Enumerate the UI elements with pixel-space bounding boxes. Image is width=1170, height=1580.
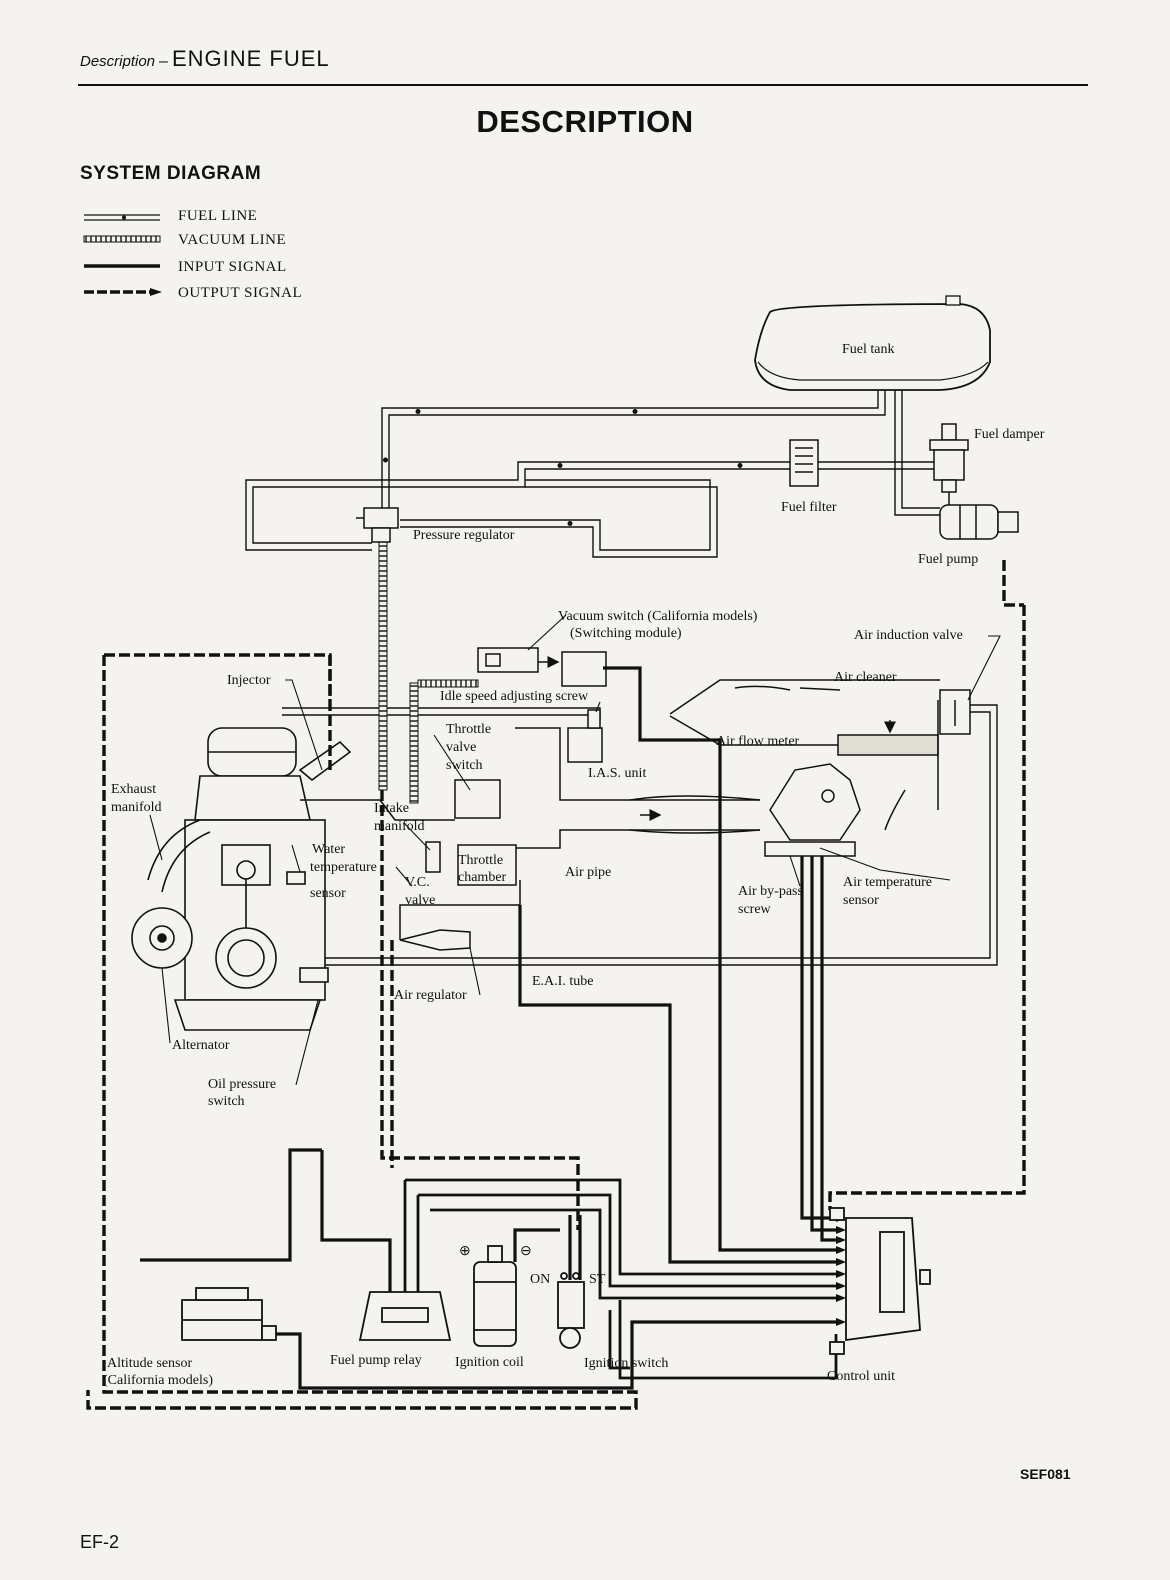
air-intake-assembly	[669, 679, 971, 810]
header-dash: –	[159, 53, 168, 70]
label-vc-valve-line2: valve	[405, 893, 435, 908]
label-throttle-chamber-line1: Throttle	[458, 853, 503, 868]
label-water-temp-line2: temperature	[310, 860, 377, 875]
label-injector: Injector	[227, 673, 271, 688]
ias-unit	[567, 709, 603, 763]
label-air-regulator: Air regulator	[394, 988, 467, 1003]
vc-valve	[425, 841, 441, 873]
vacuum-hose-regulator	[378, 539, 388, 791]
legend-fuel-line-sample	[84, 214, 160, 221]
label-water-temp-line3: sensor	[310, 886, 346, 901]
label-altitude-line1: Altitude sensor	[107, 1356, 192, 1371]
legend-samples	[83, 214, 162, 296]
page-title: DESCRIPTION	[476, 104, 694, 139]
label-intake-line1: Intake	[374, 801, 409, 816]
label-intake-line2: manifold	[374, 819, 425, 834]
ignition-coil	[473, 1245, 517, 1347]
signal-bundle	[403, 1178, 838, 1380]
engine	[173, 727, 455, 1031]
label-vacuum-switch-line1: Vacuum switch (California models)	[558, 609, 758, 624]
legend-vacuum-line-label: VACUUM LINE	[178, 232, 287, 248]
fuel-lines	[245, 385, 998, 966]
label-ias-unit: I.A.S. unit	[588, 766, 646, 781]
label-fuel-pump: Fuel pump	[918, 552, 978, 567]
ignition-switch	[557, 1272, 585, 1349]
label-pressure-regulator: Pressure regulator	[413, 528, 515, 543]
control-unit-arrows	[836, 1214, 846, 1326]
label-on: ON	[530, 1272, 550, 1287]
header-rule	[78, 84, 1088, 86]
label-plus: ⊕	[459, 1244, 471, 1259]
pressure-regulator	[356, 507, 399, 543]
input-signal-wires	[140, 666, 836, 1390]
label-st: ST	[589, 1272, 606, 1287]
label-fuel-tank: Fuel tank	[842, 342, 895, 357]
label-minus: ⊖	[520, 1244, 532, 1259]
legend-vacuum-line-sample	[83, 235, 161, 243]
control-unit	[829, 1207, 931, 1355]
label-alternator: Alternator	[172, 1038, 230, 1053]
fuel-line-dots	[383, 409, 743, 526]
label-oil-pressure-line2: switch	[208, 1094, 245, 1109]
legend-input-signal-label: INPUT SIGNAL	[178, 259, 287, 275]
label-throttle-switch-line2: valve	[446, 740, 476, 755]
vacuum-hose-top	[417, 679, 479, 688]
label-oil-pressure-line1: Oil pressure	[208, 1077, 276, 1092]
fuel-pump-relay	[358, 1291, 452, 1341]
output-signal-wires	[86, 560, 1026, 1410]
fuel-damper	[929, 423, 969, 508]
label-fuel-pump-relay: Fuel pump relay	[330, 1353, 422, 1368]
label-air-induction-valve: Air induction valve	[854, 628, 963, 643]
label-exhaust-line1: Exhaust	[111, 782, 156, 797]
legend-fuel-line-label: FUEL LINE	[178, 208, 258, 224]
label-control-unit: Control unit	[827, 1369, 895, 1384]
air-regulator	[399, 929, 471, 951]
fuel-tank	[754, 295, 991, 391]
fuel-pump	[939, 504, 1019, 540]
page-number: EF-2	[80, 1532, 120, 1552]
figure-code: SEF081	[1020, 1466, 1071, 1482]
exhaust-manifold	[147, 819, 211, 893]
label-air-pipe: Air pipe	[565, 865, 611, 880]
label-ignition-coil: Ignition coil	[455, 1355, 524, 1370]
label-vacuum-switch-line2: (Switching module)	[570, 626, 682, 641]
label-throttle-chamber-line2: chamber	[458, 870, 507, 885]
label-throttle-switch-line3: switch	[446, 758, 483, 773]
label-fuel-filter: Fuel filter	[781, 500, 837, 515]
altitude-sensor	[181, 1287, 277, 1341]
label-air-temp-line2: sensor	[843, 893, 879, 908]
label-idle-speed-screw: Idle speed adjusting screw	[440, 689, 589, 704]
legend-output-signal-sample	[84, 288, 162, 296]
label-air-cleaner: Air cleaner	[834, 670, 897, 685]
vacuum-hose-switch	[409, 682, 419, 804]
label-eai-tube: E.A.I. tube	[532, 974, 593, 989]
label-air-bypass-line1: Air by-pass	[738, 884, 803, 899]
legend-output-signal-label: OUTPUT SIGNAL	[178, 285, 303, 301]
alternator	[131, 907, 193, 969]
label-air-flow-meter: Air flow meter	[716, 734, 800, 749]
label-vc-valve-line1: V.C.	[405, 875, 430, 890]
air-flow-meter	[764, 763, 906, 857]
component-labels: Fuel tank Fuel damper Fuel filter Fuel p…	[103, 342, 1045, 1388]
label-altitude-line2: (California models)	[103, 1373, 213, 1388]
fuel-filter	[789, 439, 819, 487]
label-ignition-switch: Ignition switch	[584, 1356, 668, 1371]
label-throttle-switch-line1: Throttle	[446, 722, 491, 737]
label-exhaust-line2: manifold	[111, 800, 162, 815]
label-air-bypass-line2: screw	[738, 902, 772, 917]
label-air-temp-line1: Air temperature	[843, 875, 932, 890]
label-water-temp-line1: Water	[312, 842, 345, 857]
header-chapter: ENGINE FUEL	[171, 46, 330, 71]
section-subtitle: SYSTEM DIAGRAM	[80, 163, 262, 184]
label-fuel-damper: Fuel damper	[974, 427, 1045, 442]
running-header: Description–ENGINE FUEL	[80, 46, 330, 72]
vacuum-switch	[477, 647, 607, 687]
leader-lines	[149, 614, 1001, 1086]
throttle-chamber	[399, 727, 761, 940]
header-section: Description	[80, 53, 156, 70]
